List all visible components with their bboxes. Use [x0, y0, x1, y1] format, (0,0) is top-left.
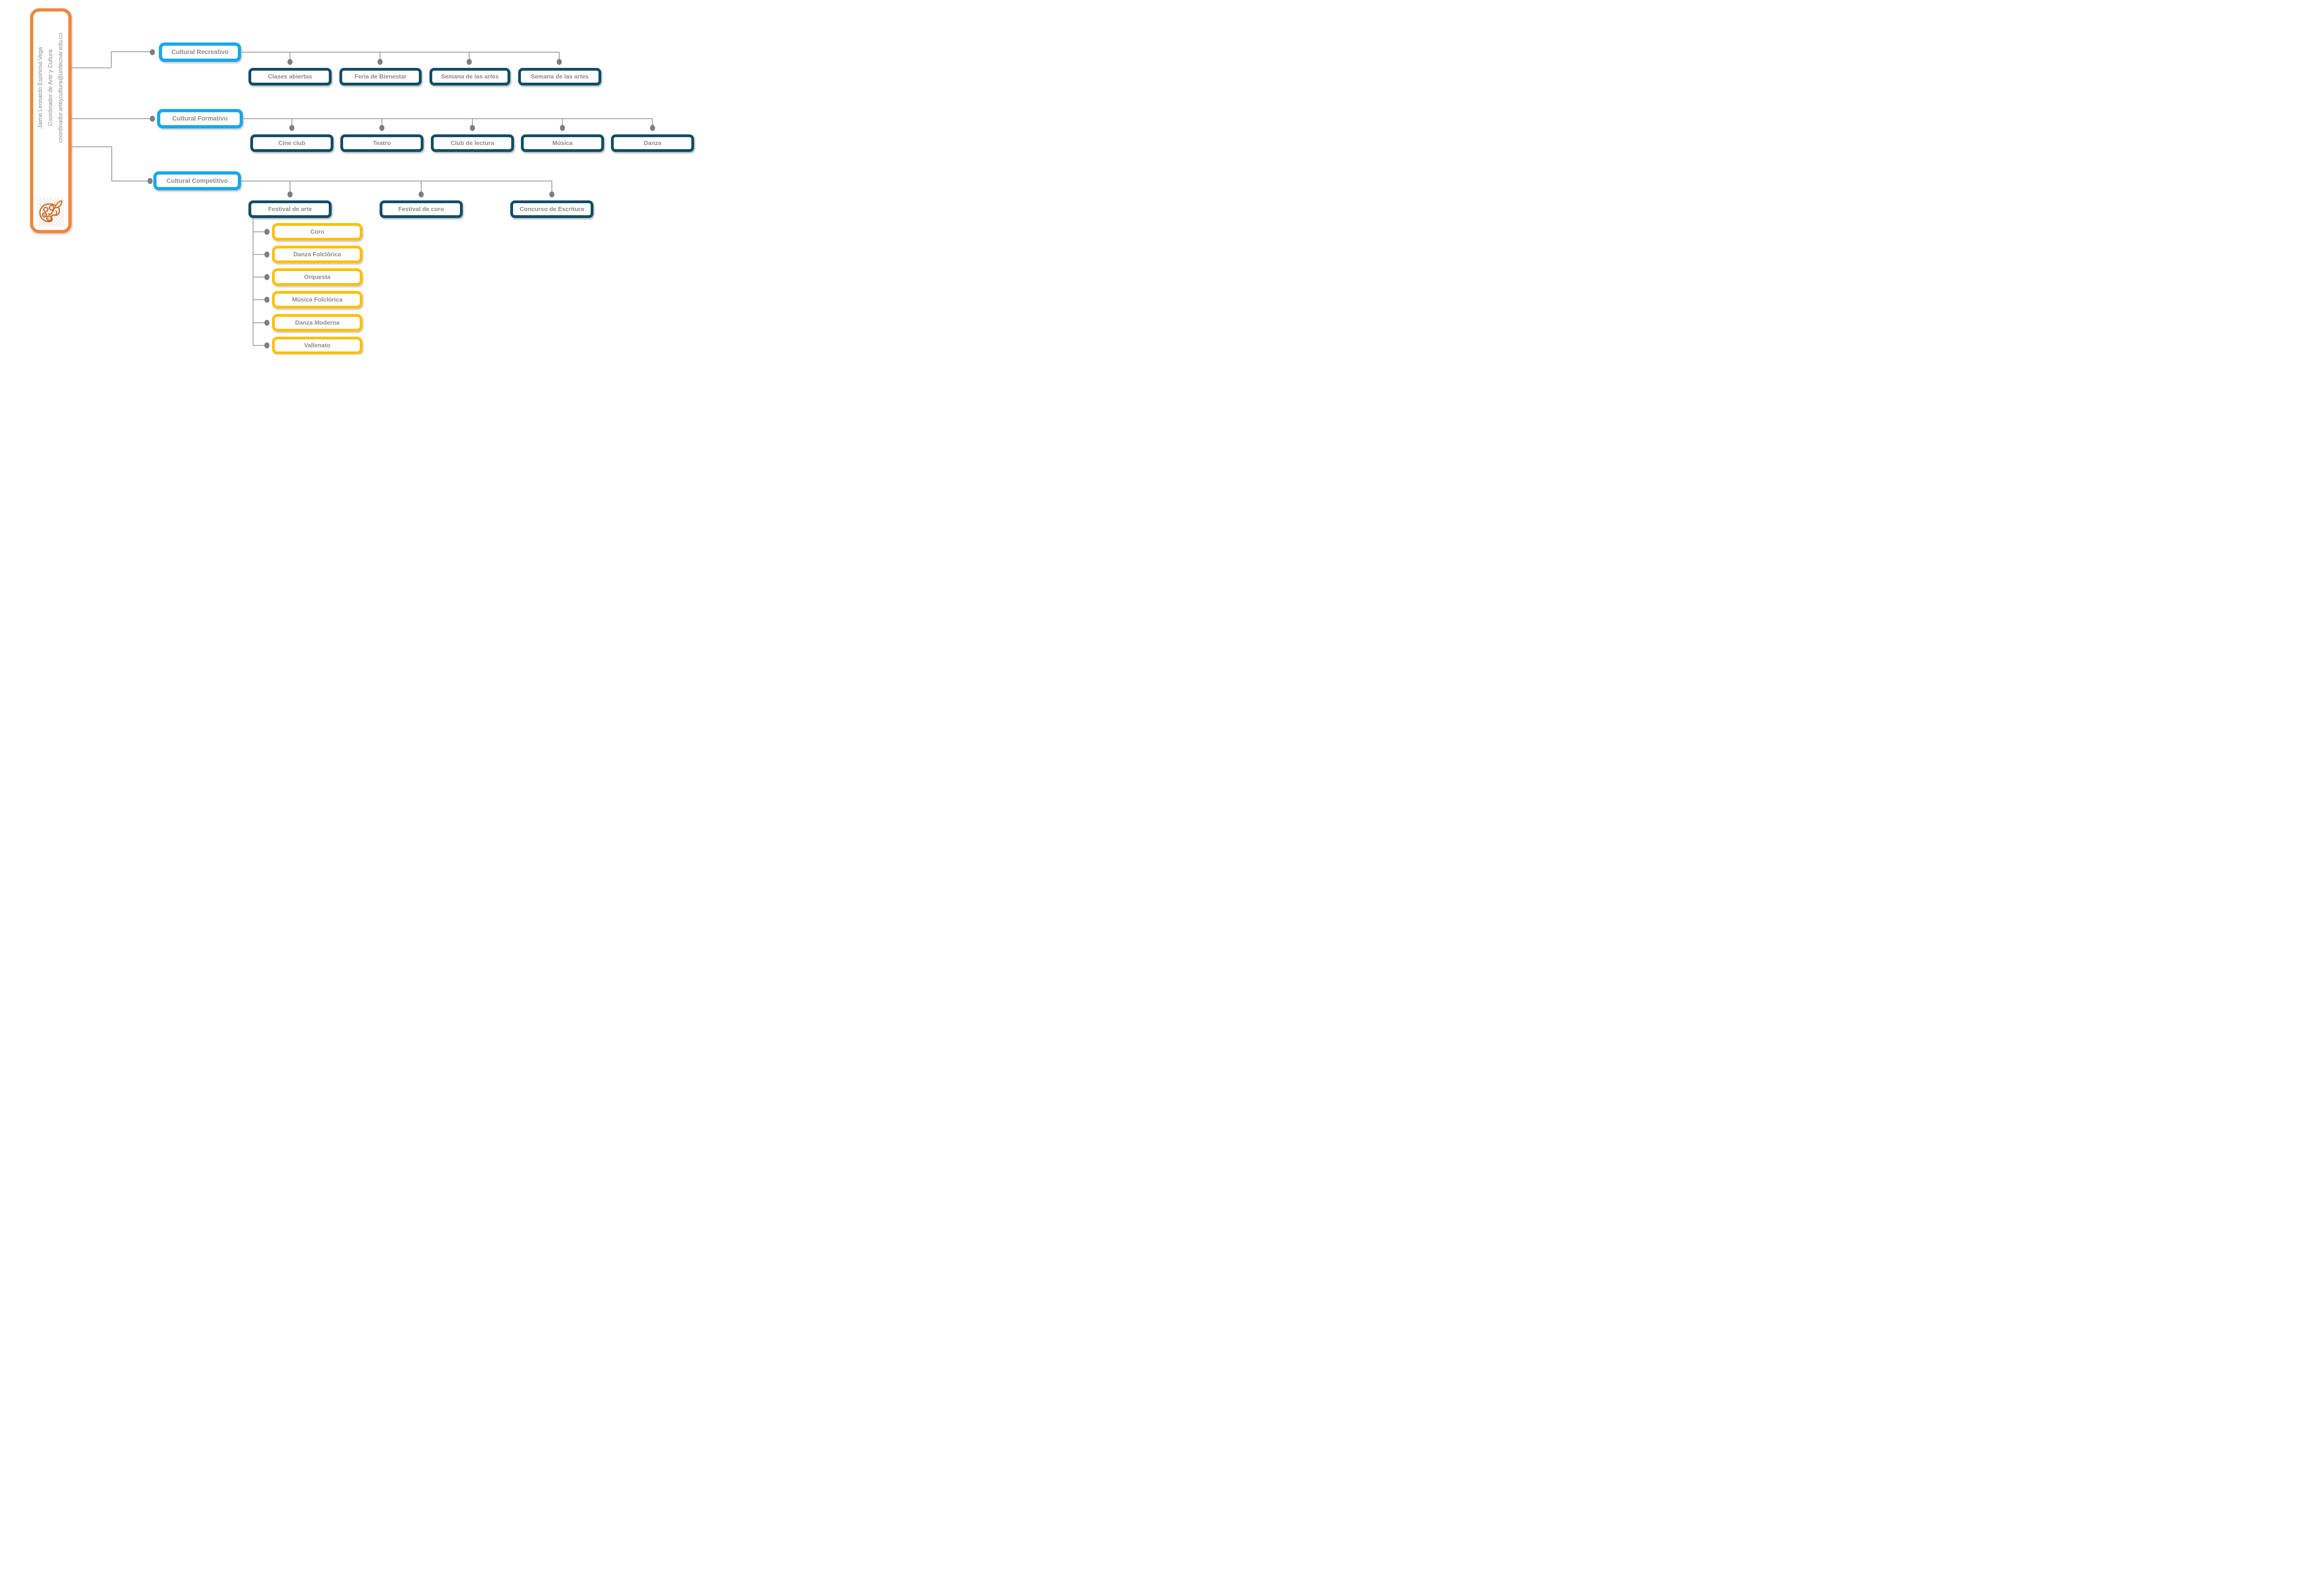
- node-label: Danza Moderna: [295, 319, 340, 326]
- connector-rail: [243, 118, 653, 119]
- node-box-semana-de-las-artes-1: Semana de las artes: [429, 68, 510, 85]
- connector-line: [253, 218, 254, 345]
- connector-dot: [147, 178, 153, 184]
- node-box-cine-club: Cine club: [250, 134, 333, 152]
- connector-line: [111, 51, 150, 52]
- node-label: Danza: [643, 139, 662, 146]
- node-label: Cine club: [278, 139, 306, 146]
- connector-line: [253, 299, 265, 300]
- connector-rail: [241, 52, 560, 53]
- node-label: Música: [552, 139, 573, 146]
- node-label: Concurso de Escritura: [520, 205, 584, 212]
- palette-icon-svg: [39, 200, 63, 223]
- connector-line: [253, 254, 265, 255]
- connector-line: [253, 231, 265, 232]
- node-box-coro: Coro: [272, 223, 363, 241]
- node-label: Semana de las artes: [441, 73, 499, 80]
- connector-line: [253, 345, 265, 346]
- connector-dot: [549, 191, 555, 198]
- branch-box-cultural-formativo: Cultural Formativo: [157, 109, 243, 128]
- connector-line: [551, 181, 552, 192]
- node-label: Festival de coro: [398, 205, 444, 212]
- node-label: Orquesta: [304, 273, 331, 280]
- node-box-festival-de-arte: Festival de arte: [248, 200, 332, 218]
- connector-dot: [287, 191, 293, 198]
- connector-line: [381, 118, 382, 125]
- connector-dot: [264, 342, 270, 349]
- connector-line: [253, 277, 265, 278]
- connector-line: [253, 322, 265, 323]
- connector-line: [652, 118, 653, 125]
- connector-line: [469, 52, 470, 59]
- connector-dot: [289, 125, 295, 131]
- connector-dot: [264, 320, 270, 326]
- coordinator-text: Jaime Leonardo Espinosa Vega Coordinador…: [35, 0, 66, 194]
- connector-line: [380, 52, 381, 59]
- connector-line: [111, 146, 112, 181]
- connector-line: [72, 146, 112, 147]
- connector-line: [472, 118, 473, 125]
- node-box-concurso-de-escritura: Concurso de Escritura: [510, 200, 593, 218]
- branch-box-cultural-competitivo: Cultural Competitivo: [153, 171, 241, 190]
- connector-dot: [264, 251, 270, 258]
- node-box-teatro: Teatro: [340, 134, 423, 152]
- branch-label: Cultural Competitivo: [166, 177, 228, 184]
- node-box-feria-de-bienestar: Feria de Bienestar: [339, 68, 422, 85]
- connector-dot: [650, 125, 655, 131]
- node-box-musica-folclorica: Música Folclórica: [272, 291, 363, 308]
- node-box-orquesta: Orquesta: [272, 268, 363, 286]
- connector-line: [72, 118, 150, 119]
- connector-line: [559, 52, 560, 59]
- connector-dot: [264, 296, 270, 303]
- node-label: Club de lectura: [451, 139, 494, 146]
- connector-dot: [470, 125, 475, 131]
- connector-dot: [150, 115, 155, 122]
- node-box-musica: Música: [521, 134, 604, 152]
- connector-dot: [379, 125, 385, 131]
- node-label: Vallenato: [304, 341, 331, 349]
- connector-line: [562, 118, 563, 125]
- node-label: Clases abiertas: [268, 73, 312, 80]
- org-chart-canvas: Jaime Leonardo Espinosa Vega Coordinador…: [0, 0, 709, 355]
- connector-dot: [150, 49, 155, 55]
- node-label: Semana de las artes: [531, 73, 589, 80]
- connector-dot: [264, 274, 270, 280]
- coordinator-name: Jaime Leonardo Espinosa Vega: [37, 47, 43, 129]
- connector-dot: [287, 59, 293, 65]
- branch-label: Cultural Formativo: [172, 115, 228, 122]
- branch-label: Cultural Recreativo: [171, 48, 229, 56]
- connector-dot: [264, 229, 270, 235]
- connector-dot: [560, 125, 565, 131]
- connector-dot: [556, 59, 562, 65]
- palette-icon: [37, 198, 64, 226]
- node-label: Festival de arte: [268, 205, 312, 212]
- branch-box-cultural-recreativo: Cultural Recreativo: [159, 42, 241, 62]
- node-box-semana-de-las-artes-2: Semana de las artes: [518, 68, 601, 85]
- connector-dot: [466, 59, 472, 65]
- node-box-danza: Danza: [611, 134, 694, 152]
- node-box-clases-abiertas: Clases abiertas: [248, 68, 332, 85]
- node-label: Danza Folclórica: [293, 250, 341, 258]
- connector-dot: [377, 59, 383, 65]
- coordinator-box: Jaime Leonardo Espinosa Vega Coordinador…: [30, 8, 72, 233]
- node-box-danza-moderna: Danza Moderna: [272, 314, 363, 332]
- node-box-danza-folclorica: Danza Folclórica: [272, 246, 363, 263]
- connector-line: [111, 52, 112, 68]
- node-box-club-de-lectura: Club de lectura: [431, 134, 514, 152]
- node-label: Feria de Bienestar: [354, 73, 407, 80]
- coordinator-email: coordinador.arteycultura@unitecnar.edu.c…: [57, 32, 64, 143]
- connector-line: [421, 181, 422, 192]
- connector-line: [72, 67, 111, 68]
- node-label: Teatro: [373, 139, 391, 146]
- coordinator-role: Coordinador de Arte y Cultura: [47, 49, 54, 126]
- node-box-vallenato: Vallenato: [272, 337, 363, 354]
- connector-dot: [418, 191, 424, 198]
- node-label: Música Folclórica: [292, 296, 343, 303]
- node-box-festival-de-coro: Festival de coro: [380, 200, 463, 218]
- connector-line: [291, 118, 292, 125]
- node-label: Coro: [310, 228, 325, 235]
